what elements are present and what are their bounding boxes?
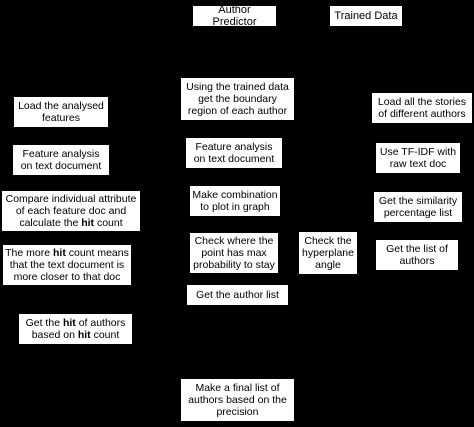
emphasis-hit: hit bbox=[77, 329, 91, 341]
box-boundary-region: Using the trained data get the boundary … bbox=[181, 78, 294, 120]
box-line: Load all the stories bbox=[377, 96, 467, 108]
box-line: get the boundary bbox=[198, 93, 277, 105]
header-trained-data-label: Trained Data bbox=[334, 10, 398, 22]
box-line: point has max bbox=[201, 247, 267, 259]
box-line: authors bbox=[399, 255, 435, 267]
box-line: Get the similarity bbox=[378, 195, 458, 207]
box-check-hyperplane: Check the hyperplane angle bbox=[299, 232, 357, 274]
box-line: Check where the bbox=[194, 235, 274, 247]
header-trained-data: Trained Data bbox=[330, 6, 402, 26]
box-line: Get the hit of authors bbox=[25, 317, 126, 329]
box-line: on text document bbox=[20, 160, 102, 172]
box-line: Feature analysis bbox=[195, 141, 273, 153]
box-line: percentage list bbox=[383, 207, 453, 219]
box-check-point: Check where the point has max probabilit… bbox=[190, 233, 278, 273]
box-line: Using the trained data bbox=[186, 81, 289, 93]
box-line: raw text doc bbox=[389, 158, 447, 170]
box-get-author-list: Get the author list bbox=[187, 285, 288, 305]
box-similarity: Get the similarity percentage list bbox=[374, 192, 462, 222]
box-load-stories: Load all the stories of different author… bbox=[372, 93, 472, 123]
box-hit-count-meaning: The more hit count means that the text d… bbox=[3, 245, 131, 285]
box-feature-analysis-mid: Feature analysis on text document bbox=[186, 138, 282, 168]
box-line: on text document bbox=[193, 153, 275, 165]
header-author-predictor-label: Author Predictor bbox=[212, 4, 257, 28]
box-line: of different authors bbox=[378, 108, 466, 120]
box-line: Load the analysed bbox=[18, 100, 104, 112]
box-line: angle bbox=[315, 259, 341, 271]
box-line: that the text document is bbox=[9, 259, 125, 271]
header-author-predictor: Author Predictor bbox=[193, 4, 276, 28]
box-line: Get the list of bbox=[386, 243, 448, 255]
box-line: precision bbox=[216, 406, 259, 418]
box-line: of each feature doc and bbox=[15, 205, 127, 217]
box-compare-attributes: Compare individual attribute of each fea… bbox=[2, 191, 140, 231]
box-line: calculate the hit count bbox=[19, 217, 123, 229]
box-line: hyperplane bbox=[302, 247, 354, 259]
box-line: Feature analysis bbox=[22, 148, 100, 160]
box-final-list: Make a final list of authors based on th… bbox=[181, 379, 294, 421]
box-tfidf: Use TF-IDF with raw text doc bbox=[376, 143, 460, 173]
box-line: The more hit count means bbox=[5, 247, 129, 259]
box-line: features bbox=[42, 112, 80, 124]
emphasis-hit: hit bbox=[52, 247, 66, 259]
box-line: more closer to that doc bbox=[13, 271, 121, 283]
box-get-hit-authors: Get the hit of authors based on hit coun… bbox=[19, 314, 132, 344]
box-line: Use TF-IDF with bbox=[379, 146, 457, 158]
box-list-authors: Get the list of authors bbox=[376, 240, 458, 270]
box-line: Make combination bbox=[192, 189, 278, 201]
box-line: region of each author bbox=[187, 105, 288, 117]
box-line: probability to stay bbox=[193, 259, 275, 271]
box-make-combination: Make combination to plot in graph bbox=[190, 186, 280, 216]
box-line: Compare individual attribute bbox=[5, 193, 137, 205]
box-line: Make a final list of bbox=[195, 382, 280, 394]
box-load-analysed: Load the analysed features bbox=[14, 97, 108, 127]
emphasis-hit: hit bbox=[81, 217, 95, 229]
box-line: authors based on the bbox=[188, 394, 287, 406]
box-feature-analysis-left: Feature analysis on text document bbox=[13, 145, 109, 175]
box-line: to plot in graph bbox=[200, 201, 270, 213]
emphasis-hit: hit bbox=[62, 317, 76, 329]
box-line: Check the bbox=[304, 235, 352, 247]
box-line: Get the author list bbox=[196, 289, 279, 301]
box-line: based on hit count bbox=[31, 329, 120, 341]
